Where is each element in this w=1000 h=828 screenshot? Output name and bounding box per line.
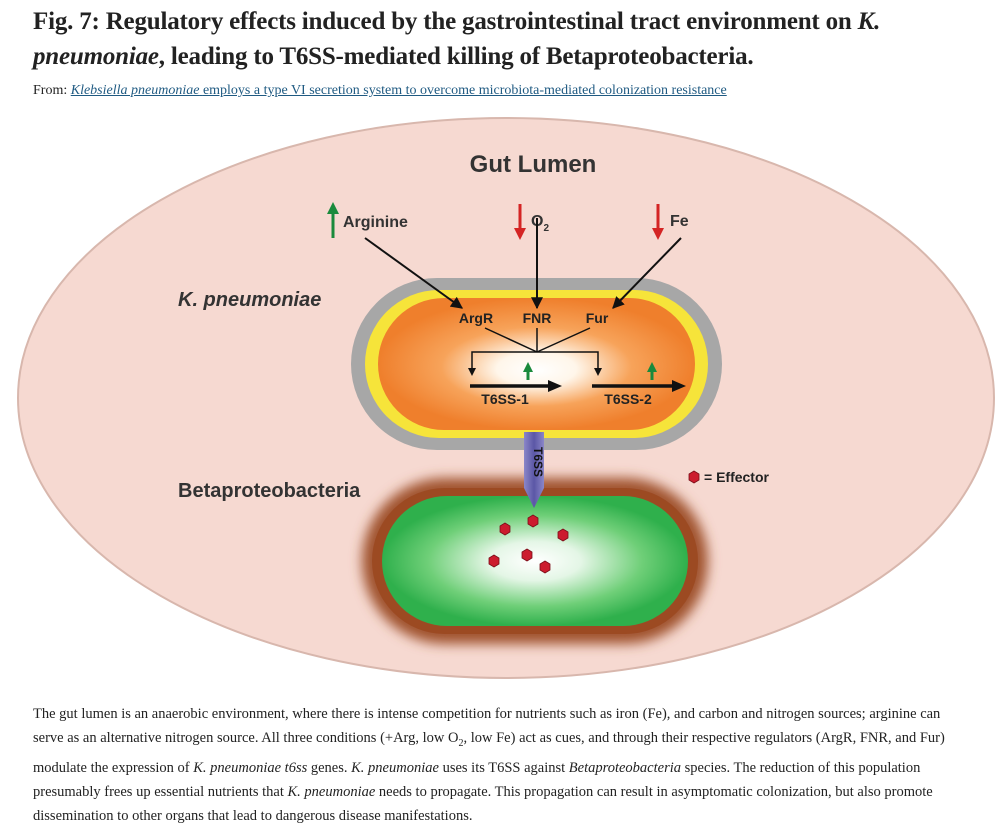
- t6ss2-upregulation-arrowhead: [647, 362, 657, 372]
- caption-italic-2: K. pneumoniae: [351, 759, 439, 776]
- figure-caption: The gut lumen is an anaerobic environmen…: [33, 702, 973, 828]
- effector: [539, 560, 551, 574]
- source-link-rest: employs a type VI secretion system to ov…: [202, 83, 727, 98]
- caption-italic-4: K. pneumoniae: [287, 783, 376, 800]
- caption-part-2: , low Fe) act as cues, and through their…: [33, 730, 945, 776]
- title-suffix: , leading to T6SS-mediated killing of Be…: [158, 43, 754, 70]
- iron-cue: Fe: [652, 204, 689, 240]
- caption-italic-3: Betaproteobacteria: [568, 759, 681, 776]
- caption-part-6: needs to propagate. This propagation can…: [33, 783, 933, 824]
- t6ss1-gene-arrowhead: [548, 380, 562, 392]
- t6ss-needle: T6SS: [524, 432, 545, 508]
- oxygen-subscript: 2: [543, 223, 549, 234]
- effector: [527, 514, 539, 528]
- effector: [499, 522, 511, 536]
- effector: [488, 554, 500, 568]
- arginine-to-argr-arrow: [364, 237, 463, 309]
- from-label: From:: [33, 83, 68, 98]
- bracket-arrowhead-left: [468, 368, 476, 376]
- iron-decrease-arrowhead: [652, 228, 664, 240]
- arginine-label: Arginine: [343, 214, 408, 231]
- caption-part-1: The gut lumen is an anaerobic environmen…: [33, 706, 941, 746]
- t6ss2-gene-arrowhead: [672, 380, 686, 392]
- bracket-arrowhead-right: [594, 368, 602, 376]
- betaproteobacteria-cell: [362, 478, 708, 644]
- source-line: From: Klebsiella pneumoniae employs a ty…: [33, 83, 727, 99]
- caption-italic-1: K. pneumoniae t6ss: [193, 759, 308, 776]
- effector: [557, 528, 569, 542]
- k-pneumoniae-cell: [351, 278, 722, 450]
- argr-convergence-line: [484, 327, 538, 353]
- effector-legend-icon: [688, 470, 700, 484]
- fur-label: Fur: [586, 310, 609, 326]
- beta-cell-cytoplasm: [382, 496, 688, 626]
- t6ss1-upregulation-arrowhead: [523, 362, 533, 372]
- cell-cytoplasm: [378, 298, 695, 430]
- fur-convergence-line: [536, 327, 591, 353]
- t6ss1-label: T6SS-1: [481, 391, 529, 407]
- betaproteobacteria-label: Betaproteobacteria: [178, 480, 361, 502]
- caption-part-5: species. The reduction of this populatio…: [33, 759, 921, 800]
- oxygen-decrease-arrowhead: [514, 228, 526, 240]
- regulation-bracket: [471, 351, 599, 372]
- iron-label: Fe: [670, 213, 689, 230]
- effector-legend-label: = Effector: [704, 469, 770, 485]
- effector-cluster: [488, 514, 569, 574]
- iron-to-fur-arrow: [612, 237, 682, 309]
- arginine-increase-arrowhead: [327, 202, 339, 214]
- gut-lumen-label: Gut Lumen: [470, 151, 597, 178]
- caption-part-3: genes.: [310, 759, 348, 776]
- source-link-italic: Klebsiella pneumoniae: [70, 83, 200, 98]
- title-organism: K. pneumoniae: [33, 8, 881, 70]
- effector-legend: = Effector: [688, 469, 770, 485]
- caption-part-4: uses its T6SS against: [442, 759, 566, 776]
- caption-o2-subscript: 2: [458, 737, 464, 749]
- k-pneumoniae-label: K. pneumoniae: [178, 289, 321, 311]
- t6ss2-label: T6SS-2: [604, 391, 652, 407]
- effector: [521, 548, 533, 562]
- fnr-label: FNR: [523, 310, 552, 326]
- t6ss-needle-label: T6SS: [531, 447, 545, 477]
- source-article-link[interactable]: Klebsiella pneumoniae employs a type VI …: [71, 83, 727, 98]
- t6ss-needle-shape: [524, 432, 544, 508]
- figure-title: Fig. 7: Regulatory effects induced by th…: [33, 4, 973, 74]
- argr-label: ArgR: [459, 310, 493, 326]
- arginine-cue: Arginine: [327, 202, 408, 238]
- title-prefix: Fig. 7: Regulatory effects induced by th…: [33, 8, 852, 35]
- figure-diagram: Gut Lumen Arginine O2 Fe K. pneumoniae A…: [17, 117, 995, 679]
